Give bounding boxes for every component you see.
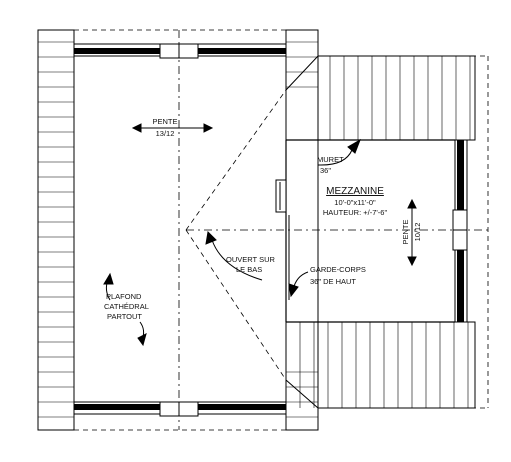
left-roof-band	[37, 29, 75, 431]
pente-right-arrow	[407, 198, 417, 267]
left-roof-shingles	[38, 41, 74, 418]
mezzanine-room	[275, 139, 468, 323]
muret-label: MURET	[317, 155, 344, 164]
middle-roof-shingles-bottom	[286, 371, 318, 418]
right-upper-roof-boards	[329, 56, 471, 140]
mezzanine-opening	[275, 179, 287, 213]
pente-right-value: 10/12	[413, 223, 422, 242]
right-lower-roof-boards	[299, 322, 469, 408]
mezzanine-title: MEZZANINE	[326, 186, 384, 197]
pente-left-label: PENTE	[152, 117, 177, 126]
ouvert-label-2: LE BAS	[236, 265, 262, 274]
ouvert-arrow	[205, 230, 263, 281]
dashed-outline	[74, 29, 489, 431]
gardecorps-arrow	[288, 271, 309, 298]
mezzanine-dimensions: 10'-0"x11'-0"	[334, 198, 376, 207]
gardecorps-label-1: GARDE-CORPS	[310, 265, 366, 274]
muret-value: 36"	[320, 166, 331, 175]
pente-right-label: PENTE	[401, 219, 410, 244]
bottom-wall	[73, 401, 287, 417]
mezzanine-height: HAUTEUR: +/-7'-6"	[323, 208, 388, 217]
plafond-label-1: PLAFOND	[106, 292, 142, 301]
plafond-label-2: CATHÉDRAL	[104, 302, 149, 311]
right-lower-roof-wing	[285, 321, 476, 409]
muret-arrow	[317, 138, 361, 166]
middle-roof-shingles-top	[286, 41, 318, 88]
right-upper-roof-wing	[285, 55, 476, 141]
pente-left-arrow	[131, 123, 214, 133]
pente-left-value: 13/12	[156, 129, 175, 138]
top-wall	[73, 43, 287, 59]
plafond-label-3: PARTOUT	[107, 312, 142, 321]
gardecorps-label-2: 36" DE HAUT	[310, 277, 356, 286]
ouvert-label-1: OUVERT SUR	[226, 255, 275, 264]
plafond-arrows	[103, 272, 147, 347]
